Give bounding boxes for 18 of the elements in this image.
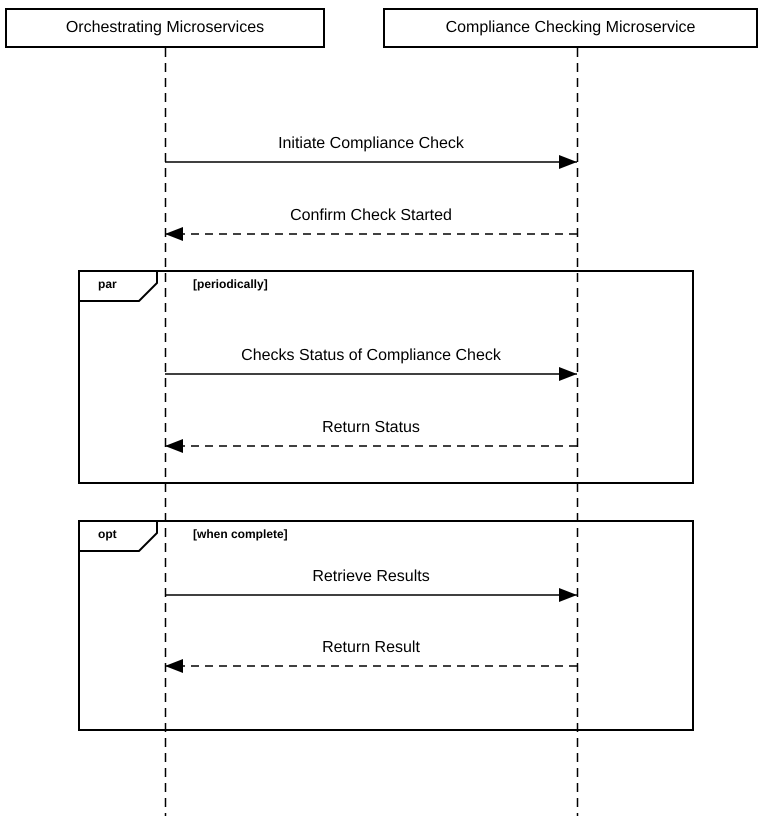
message-arrow (165, 588, 577, 602)
message-arrow (165, 155, 577, 169)
message-label: Initiate Compliance Check (278, 135, 464, 153)
fragment-operator: opt (98, 527, 117, 541)
message-label: Retrieve Results (312, 568, 430, 586)
fragment-operator: par (98, 277, 117, 291)
message-arrow (165, 227, 577, 241)
message-label: Return Result (322, 639, 420, 657)
message-arrow (165, 659, 577, 673)
message-label: Checks Status of Compliance Check (241, 347, 501, 365)
guard-condition: [periodically] (193, 277, 268, 291)
message-label: Return Status (322, 419, 420, 437)
message-arrow (165, 439, 577, 453)
participant-box: Compliance Checking Microservice (383, 8, 758, 48)
message-label: Confirm Check Started (290, 207, 452, 225)
guard-condition: [when complete] (193, 527, 288, 541)
participant-box: Orchestrating Microservices (5, 8, 325, 48)
message-arrow (165, 367, 577, 381)
